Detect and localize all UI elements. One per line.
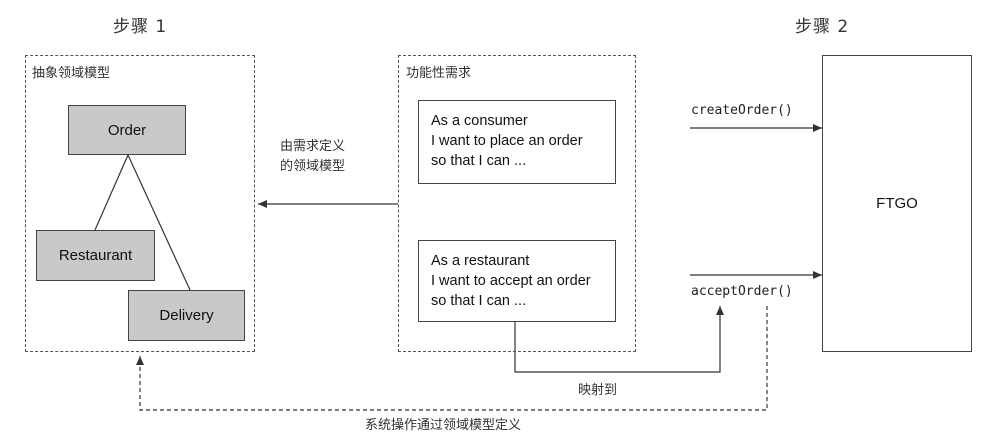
story-line: so that I can ... — [431, 153, 527, 169]
story-line: As a consumer — [431, 113, 528, 129]
create-order-operation: createOrder() — [691, 103, 793, 118]
user-story-consumer: As a consumer I want to place an order s… — [418, 100, 616, 184]
entity-order: Order — [68, 105, 186, 155]
domain-model-title: 抽象领域模型 — [32, 66, 111, 81]
entity-order-label: Order — [107, 121, 147, 139]
order-restaurant-link — [94, 154, 129, 231]
domain-model-box — [25, 55, 255, 352]
entity-restaurant: Restaurant — [36, 230, 155, 281]
story-line: I want to place an order — [431, 133, 583, 149]
ftgo-label: FTGO — [876, 195, 918, 212]
system-ops-defined-label: 系统操作通过领域模型定义 — [365, 418, 522, 433]
requirements-box — [398, 55, 636, 352]
entity-restaurant-label: Restaurant — [58, 247, 133, 264]
entity-delivery-label: Delivery — [159, 307, 214, 324]
defined-by-requirements-line-2: 的领域模型 — [280, 159, 346, 174]
story-line: As a restaurant — [431, 253, 530, 269]
defined-by-requirements-line-1: 由需求定义 — [280, 139, 346, 154]
accept-order-operation: acceptOrder() — [691, 284, 793, 299]
entity-delivery: Delivery — [128, 290, 245, 341]
maps-to-label: 映射到 — [578, 383, 618, 398]
step-2-heading: 步骤 2 — [795, 17, 850, 37]
maps-to-connector — [514, 306, 724, 373]
order-delivery-link — [127, 154, 191, 291]
system-ops-dashed-connector — [136, 306, 768, 411]
requirements-title: 功能性需求 — [406, 66, 472, 81]
step-1-heading: 步骤 1 — [113, 17, 168, 37]
user-story-restaurant: As a restaurant I want to accept an orde… — [418, 240, 616, 322]
defined-by-requirements-label: 由需求定义 的领域模型 — [280, 137, 345, 177]
story-line: so that I can ... — [431, 293, 527, 309]
story-line: I want to accept an order — [431, 273, 591, 289]
ftgo-system-box: FTGO — [822, 55, 972, 352]
